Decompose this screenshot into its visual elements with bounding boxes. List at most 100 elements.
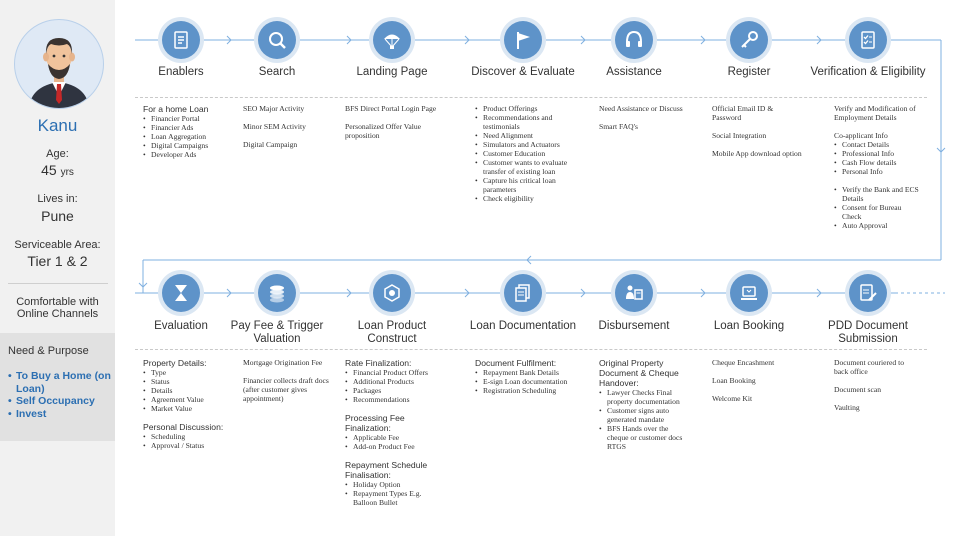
list-item: Registration Scheduling <box>475 386 571 395</box>
list-item: Personal Info <box>834 167 920 176</box>
detail-list: SchedulingApproval / Status <box>143 432 239 450</box>
area-value: Tier 1 & 2 <box>27 253 88 269</box>
need-purpose-box: Need & Purpose To Buy a Home (on Loan) S… <box>0 333 115 441</box>
detail-text: Document couriered to back office <box>834 358 905 376</box>
documents-icon[interactable] <box>504 274 542 312</box>
channel-text: Comfortable with Online Channels <box>16 296 99 320</box>
parachute-icon[interactable] <box>373 21 411 59</box>
hourglass-icon[interactable] <box>162 274 200 312</box>
list-item: Repayment Types E.g. Balloon Bullet <box>345 489 445 507</box>
divider <box>8 283 108 284</box>
detail-text: Welcome Kit <box>712 394 753 403</box>
avatar <box>14 19 104 109</box>
detail-text: Need Assistance or Discuss <box>599 104 683 113</box>
list-item: Cash Flow details <box>834 158 920 167</box>
detail-text: BFS Direct Portal Login Page <box>345 104 437 113</box>
need-item: Invest <box>8 408 112 421</box>
list-item: Scheduling <box>143 432 239 441</box>
flow-connector <box>135 35 946 298</box>
detail-text: Social Integration <box>712 131 767 140</box>
stage-details: Property Details:TypeStatusDetailsAgreem… <box>143 358 239 459</box>
list-item: Simulators and Actuators <box>475 140 571 149</box>
search-icon[interactable] <box>258 21 296 59</box>
stage-details: Rate Finalization:Financial Product Offe… <box>345 358 445 516</box>
detail-heading: Original Property Document & Cheque Hand… <box>599 358 679 388</box>
stage-title: Loan Booking <box>713 320 785 332</box>
detail-list: TypeStatusDetailsAgreement ValueMarket V… <box>143 368 239 413</box>
stage-title: Pay Fee & Trigger Valuation <box>230 320 324 345</box>
list-item: Need Alignment <box>475 131 571 140</box>
gear-cube-icon[interactable] <box>373 274 411 312</box>
list-item: Market Value <box>143 404 239 413</box>
stage-title: Assistance <box>606 66 662 78</box>
detail-heading: Property Details: <box>143 358 207 368</box>
coins-icon[interactable] <box>258 274 296 312</box>
age-unit: yrs <box>60 167 74 178</box>
detail-list: Holiday OptionRepayment Types E.g. Ballo… <box>345 480 445 507</box>
list-item: Holiday Option <box>345 480 445 489</box>
list-item: Professional Info <box>834 149 920 158</box>
detail-list: Financial Product OffersAdditional Produ… <box>345 368 445 404</box>
lives-value: Pune <box>41 208 74 224</box>
stage-details: For a home LoanFinancier PortalFinancier… <box>143 104 239 168</box>
detail-heading: Processing Fee Finalization: <box>345 413 405 433</box>
key-icon[interactable] <box>730 21 768 59</box>
stage-title: Register <box>727 66 771 78</box>
list-item: Financier Portal <box>143 114 239 123</box>
list-item: Type <box>143 368 239 377</box>
document-edit-icon[interactable] <box>849 274 887 312</box>
list-item: Verify the Bank and ECS Details <box>834 185 920 203</box>
detail-heading: Document Fulfilment: <box>475 358 557 368</box>
document-list-icon[interactable] <box>162 21 200 59</box>
detail-text: Mortgage Origination Fee <box>243 358 323 367</box>
journey-map <box>115 0 960 536</box>
list-item: Check eligibility <box>475 194 571 203</box>
stage-title: Disbursement <box>598 320 670 332</box>
persona-panel: Kanu Age: 45 yrs Lives in: Pune Servicea… <box>0 0 115 536</box>
age-value: 45 yrs <box>0 162 115 178</box>
detail-text: Minor SEM Activity <box>243 122 306 131</box>
persona-name: Kanu <box>37 116 78 135</box>
list-item: Digital Campaigns <box>143 141 239 150</box>
detail-text: SEO Major Activity <box>243 104 305 113</box>
need-item: To Buy a Home (on Loan) <box>8 370 112 395</box>
list-item: Financier Ads <box>143 123 239 132</box>
need-item: Self Occupancy <box>8 395 112 408</box>
stage-title: PDD Document Submission <box>828 320 908 345</box>
list-item: Lawyer Checks Final property documentati… <box>599 388 689 406</box>
list-item: Financial Product Offers <box>345 368 445 377</box>
detail-heading: For a home Loan <box>143 104 209 114</box>
laptop-icon[interactable] <box>730 274 768 312</box>
detail-text: Vaulting <box>834 403 860 412</box>
detail-list: Repayment Bank DetailsE-sign Loan docume… <box>475 368 571 395</box>
list-item: Consent for Bureau Check <box>834 203 920 221</box>
divider <box>135 97 927 98</box>
detail-list: Applicable FeeAdd-on Product Fee <box>345 433 445 451</box>
list-item: Approval / Status <box>143 441 239 450</box>
list-item: Agreement Value <box>143 395 239 404</box>
age-label: Age: <box>46 148 69 160</box>
detail-text: Mobile App download option <box>712 149 802 158</box>
detail-text: Cheque Encashment <box>712 358 775 367</box>
stage-title: Search <box>258 66 296 78</box>
checklist-icon[interactable] <box>849 21 887 59</box>
flag-icon[interactable] <box>504 21 542 59</box>
detail-list: Lawyer Checks Final property documentati… <box>599 388 689 451</box>
list-item: Customer signs auto generated mandate <box>599 406 689 424</box>
stage-details: Product OfferingsRecommendations and tes… <box>475 104 571 212</box>
detail-text: Smart FAQ's <box>599 122 638 131</box>
detail-text: Financier collects draft docs (after cus… <box>243 376 329 403</box>
stage-title: Loan Product Construct <box>357 320 427 345</box>
need-title: Need & Purpose <box>8 345 89 357</box>
handover-icon[interactable] <box>615 274 653 312</box>
area-label: Serviceable Area: <box>14 239 101 251</box>
stage-title: Landing Page <box>356 66 428 78</box>
headset-icon[interactable] <box>615 21 653 59</box>
stage-title: Discover & Evaluate <box>471 66 575 78</box>
list-item: Recommendations <box>345 395 445 404</box>
detail-heading: Personal Discussion: <box>143 422 224 432</box>
